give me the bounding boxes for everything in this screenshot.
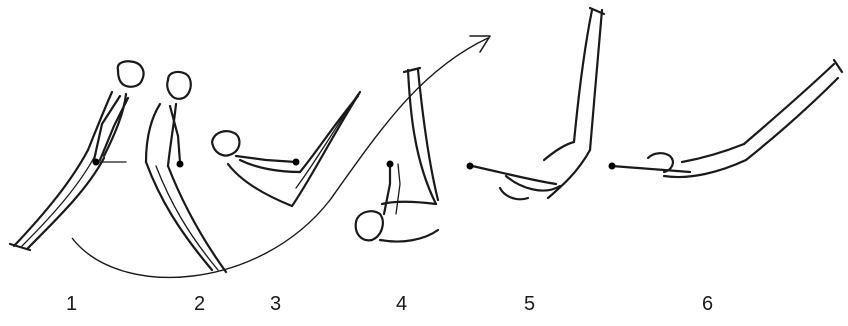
step-label-3: 3 xyxy=(270,294,281,314)
figure-step-1 xyxy=(10,61,144,250)
bar-grip-dot-icon xyxy=(293,159,300,166)
bar-grip-dot-icon xyxy=(177,161,184,168)
bar-grip-dot-icon xyxy=(609,163,616,170)
step-label-6: 6 xyxy=(702,294,713,314)
bar-grip-dot-icon xyxy=(387,161,394,168)
bar-grip-dot-icon xyxy=(93,159,100,166)
trajectory-arc xyxy=(72,38,488,277)
step-label-5: 5 xyxy=(524,294,535,314)
step-label-2: 2 xyxy=(194,294,205,314)
figure-step-6 xyxy=(612,60,842,177)
step-label-4: 4 xyxy=(396,294,407,314)
figure-step-5 xyxy=(472,8,604,199)
step-label-1: 1 xyxy=(66,294,77,314)
bar-grip-dot-icon xyxy=(467,163,474,170)
figure-step-2 xyxy=(146,72,226,272)
figure-step-4 xyxy=(356,68,438,242)
